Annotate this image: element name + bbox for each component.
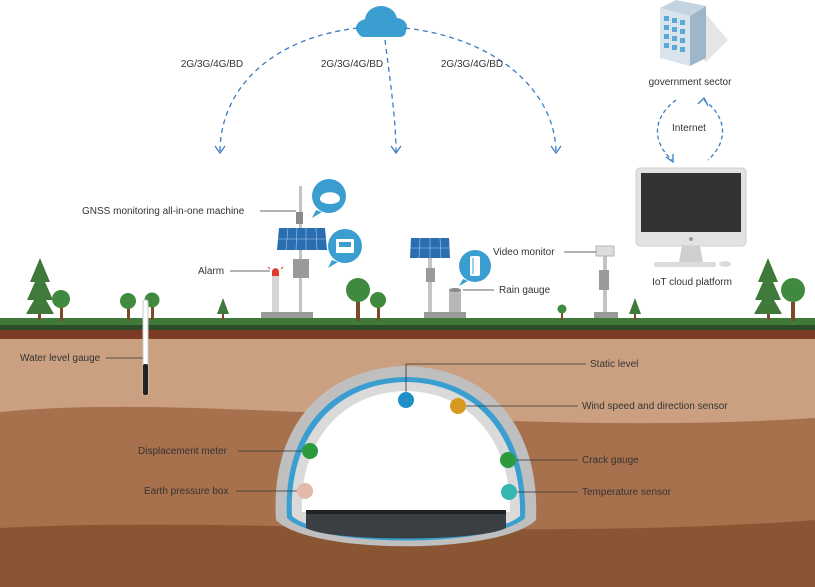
crack-gauge-icon (500, 452, 516, 468)
earth-pressure-box-icon (297, 483, 313, 499)
tree-icon (754, 258, 782, 320)
alarm-light-icon (267, 266, 284, 276)
arrow-down-icon (214, 145, 226, 155)
video-monitor-label: Video monitor (493, 247, 555, 258)
ground-red-strip (0, 330, 815, 339)
gnss-receiver-bubble-icon (328, 229, 362, 268)
displacement-meter-label: Displacement meter (138, 446, 228, 457)
government-building-icon (660, 0, 728, 66)
cloud-icon (356, 6, 407, 37)
water-level-gauge-label: Water level gauge (20, 353, 101, 364)
network-link-left (219, 27, 359, 153)
gnss-station (261, 186, 327, 318)
wind-sensor-label: Wind speed and direction sensor (582, 401, 728, 412)
tree-icon (26, 258, 54, 320)
temperature-sensor-icon (501, 484, 517, 500)
tree-icon (629, 298, 641, 320)
link-label-right: 2G/3G/4G/BD (441, 59, 503, 70)
water-level-gauge-icon (142, 299, 149, 396)
leader-lines (106, 210, 596, 493)
tunnel (275, 366, 537, 547)
static-level-label: Static level (590, 359, 638, 370)
tree-icon (370, 292, 386, 321)
tree-icon (52, 290, 70, 321)
earth-pressure-box-label: Earth pressure box (144, 486, 229, 497)
tree-icon (217, 298, 229, 320)
temperature-sensor-label: Temperature sensor (582, 487, 672, 498)
rain-gauge-station (410, 237, 466, 318)
link-label-left: 2G/3G/4G/BD (181, 59, 243, 70)
video-monitor-station (594, 245, 618, 318)
iot-platform-label: IoT cloud platform (652, 277, 732, 288)
internet-link-left (656, 99, 677, 161)
network-link-middle (384, 39, 397, 153)
arrow-down-icon (390, 145, 402, 155)
internet-link-right (703, 99, 724, 161)
displacement-meter-icon (302, 443, 318, 459)
tree-icon (346, 278, 370, 321)
alarm-label: Alarm (198, 266, 224, 277)
soil-bottom-layer (0, 520, 815, 587)
tree-icon (120, 293, 136, 321)
gnss-antenna-bubble-icon (312, 179, 346, 218)
static-level-sensor-icon (398, 392, 414, 408)
crack-gauge-label: Crack gauge (582, 455, 639, 466)
link-label-middle: 2G/3G/4G/BD (321, 59, 383, 70)
tree-icon (781, 278, 805, 321)
tree-icon (557, 304, 567, 320)
internet-label: Internet (672, 123, 706, 134)
arrow-icon (665, 154, 674, 164)
gnss-label: GNSS monitoring all-in-one machine (82, 206, 245, 217)
arrow-down-icon (550, 145, 562, 155)
ground-dark-strip (0, 325, 815, 330)
computer-monitor-icon (635, 167, 747, 267)
network-link-right (404, 27, 557, 153)
government-sector-label: government sector (649, 77, 732, 88)
grass-strip (0, 318, 815, 325)
rain-gauge-label: Rain gauge (499, 285, 551, 296)
arrow-icon (697, 96, 709, 107)
rain-gauge-bubble-icon (459, 250, 491, 286)
wind-sensor-icon (450, 398, 466, 414)
